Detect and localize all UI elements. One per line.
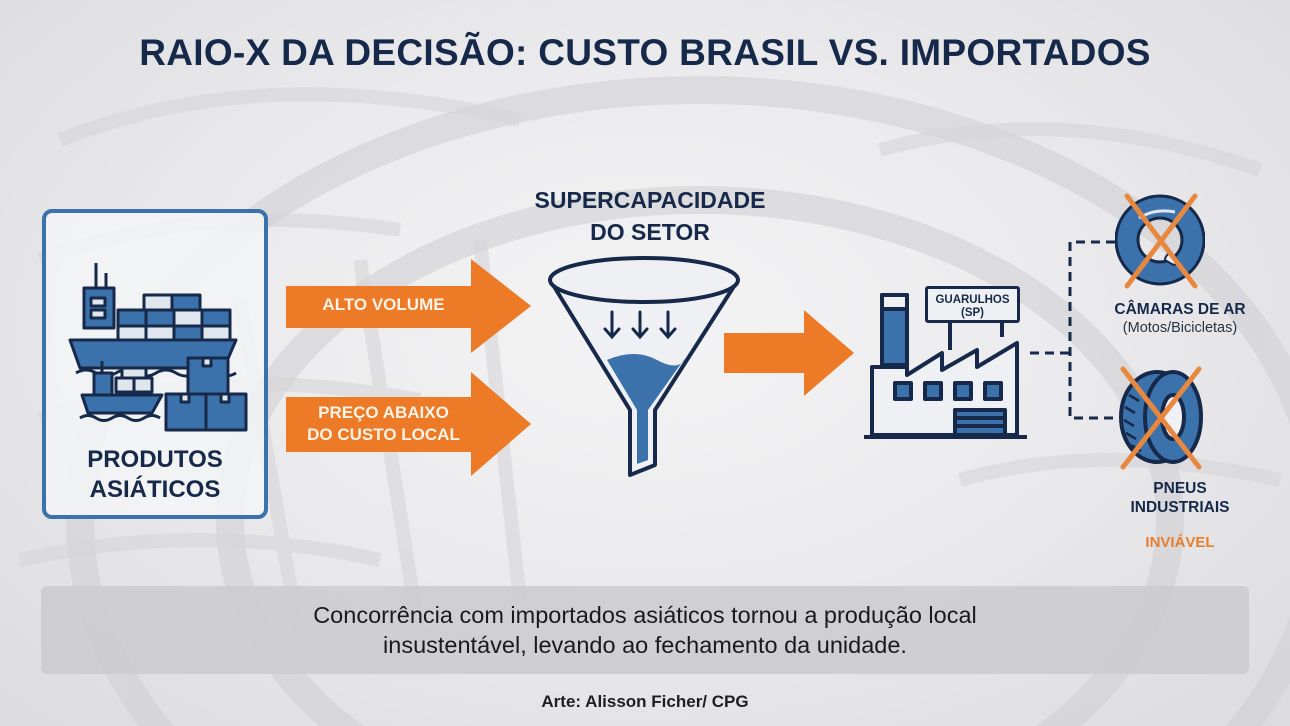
caption-text: Concorrência com importados asiáticos to… (313, 602, 977, 658)
factory-sign: GUARULHOS (SP) (925, 286, 1020, 323)
source-label: PRODUTOS ASIÁTICOS (87, 446, 223, 503)
funnel-title: SUPERCAPACIDADE DO SETOR (534, 187, 766, 245)
arrow-high-volume: ALTO VOLUME (286, 256, 531, 356)
factory-icon (864, 293, 1027, 439)
page-title: RAIO-X DA DECISÃO: CUSTO BRASIL VS. IMPO… (139, 32, 1151, 73)
arrow-to-factory (724, 310, 854, 396)
tire-icon (1119, 366, 1203, 470)
credit: Arte: Alisson Ficher/ CPG (541, 692, 749, 711)
product-industrial-tires: PNEUS INDUSTRIAIS (1130, 480, 1230, 516)
arrow-right-icon (724, 310, 854, 396)
arrow-price-below-cost: PREÇO ABAIXO DO CUSTO LOCAL (286, 372, 531, 480)
status-unviable: INVIÁVEL (1145, 534, 1215, 551)
product-inner-tubes: CÂMARAS DE AR (Motos/Bicicletas) (1114, 301, 1246, 336)
cargo-ships-and-boxes-icon (68, 263, 248, 432)
dashed-connector (1030, 240, 1115, 420)
arrow-right-icon (286, 259, 531, 353)
source-panel: PRODUTOS ASIÁTICOS (42, 209, 268, 519)
inner-tube-icon (1115, 193, 1205, 289)
caption-box: Concorrência com importados asiáticos to… (41, 586, 1249, 674)
arrow-right-icon (286, 372, 531, 476)
funnel-icon (548, 256, 740, 477)
arrow-label: PREÇO ABAIXO DO CUSTO LOCAL (307, 403, 460, 444)
cross-icon (1120, 366, 1202, 470)
cross-icon (1124, 193, 1198, 289)
